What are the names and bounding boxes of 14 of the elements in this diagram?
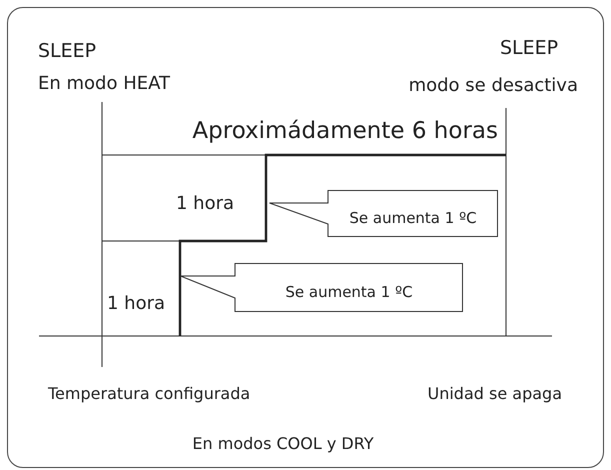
axis-label: Unidad se apaga [428,384,562,404]
axis-label: Temperatura configurada [48,384,250,404]
mode-label: SLEEP [500,37,558,60]
duration-label: Aproximádamente 6 horas [192,118,498,146]
mode-label: En modo HEAT [38,73,170,95]
callout-text: Se aumenta 1 ºC [348,208,478,228]
interval-label: 1 hora [176,193,234,215]
callout-box [180,263,463,312]
mode-label: SLEEP [38,40,96,63]
callout-text: Se aumenta 1 ºC [284,282,414,302]
mode-label: modo se desactiva [408,75,578,97]
interval-label: 1 hora [107,293,166,315]
caption-label: En modos COOL y DRY [192,434,374,454]
callout-box [269,190,498,237]
